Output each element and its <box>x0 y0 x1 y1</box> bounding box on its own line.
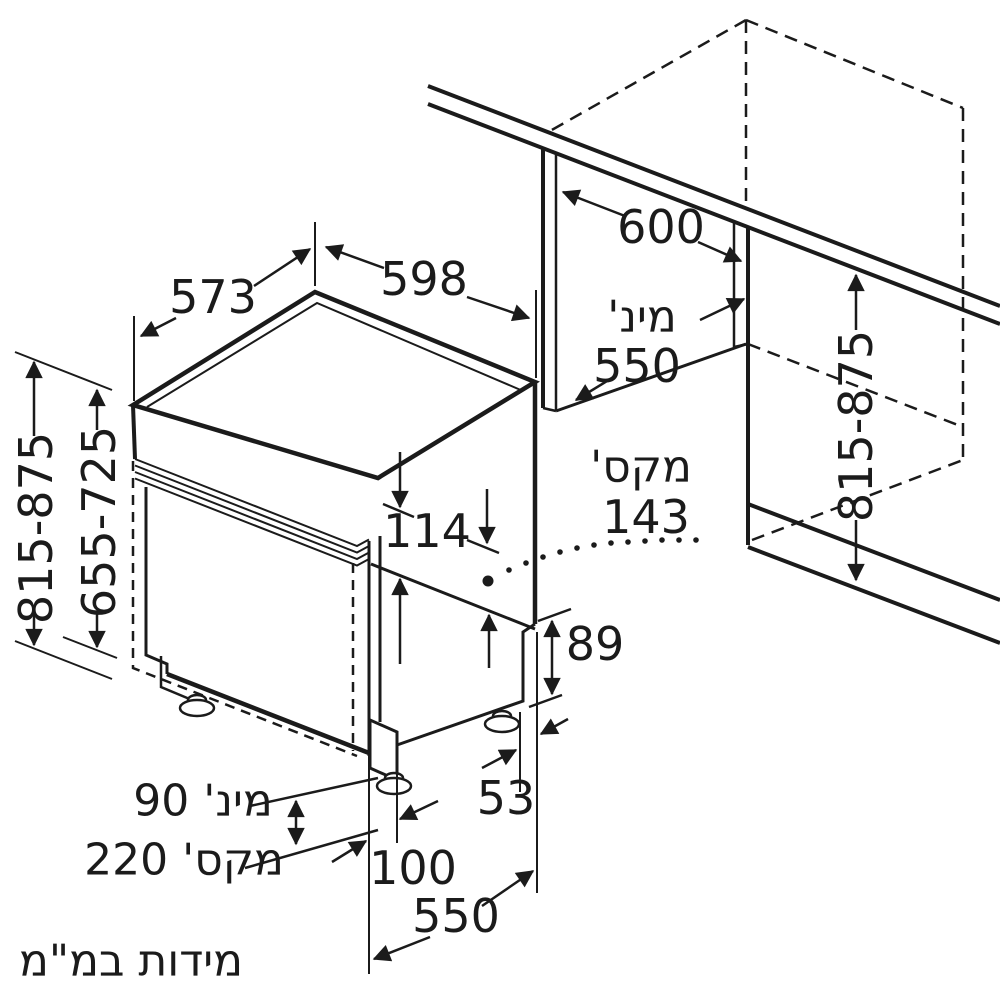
dim-height-outer: 815-875 <box>9 351 113 680</box>
dim-niche-width-label: 600 <box>617 200 705 254</box>
dim-floor-depth: 550 <box>372 869 535 962</box>
hidden-edges <box>131 461 358 758</box>
dim-side-gap: 53 <box>477 632 569 893</box>
dim-panel-height-label: 114 <box>383 504 471 558</box>
dim-height-niche-label: 815-875 <box>829 330 883 522</box>
units-note: מידות במ"מ <box>19 936 243 987</box>
dim-plinth-min-label: מינ' 90 <box>133 776 272 827</box>
dim-front-gap: 100 <box>331 734 457 974</box>
dim-rear-step: 89 <box>528 607 625 709</box>
dim-height-niche: 815-875 <box>829 273 883 582</box>
niche-dashed-outline <box>549 18 965 542</box>
dim-top-depth: 573 <box>133 222 316 401</box>
dim-door-max-label: מקס' <box>590 442 692 493</box>
dim-height-outer-label: 815-875 <box>9 432 63 624</box>
dim-niche-depth: מינ' 550 <box>574 292 746 402</box>
dim-height-inner-label: 655-725 <box>72 426 126 618</box>
side-panel <box>370 382 538 747</box>
dim-floor-depth-label: 550 <box>412 889 500 943</box>
dim-niche-depth-value: 550 <box>593 339 681 393</box>
adjustable-feet <box>178 693 521 796</box>
dim-door-projection: מקס' 143 <box>482 442 699 587</box>
dim-plinth-height: מינ' 90 מקס' 220 <box>84 776 379 886</box>
cabinet-niche <box>541 148 1000 645</box>
dim-top-width-label: 598 <box>380 252 468 306</box>
dim-front-gap-label: 100 <box>369 841 457 895</box>
countertop <box>427 84 1000 326</box>
dim-plinth-max-label: מקס' 220 <box>84 835 284 886</box>
dim-niche-depth-min-label: מינ' <box>607 292 676 343</box>
dishwasher-body <box>127 289 540 796</box>
dim-niche-width: 600 <box>561 189 743 263</box>
control-fascia-strip <box>134 458 370 567</box>
dim-panel-height: 114 <box>383 452 498 668</box>
dim-rear-step-label: 89 <box>566 617 625 671</box>
dim-height-inner: 655-725 <box>62 388 126 659</box>
dim-top-width: 598 <box>324 244 537 378</box>
dim-side-gap-label: 53 <box>477 771 536 825</box>
dim-top-depth-label: 573 <box>169 270 257 324</box>
dim-door-max-value: 143 <box>602 490 690 544</box>
